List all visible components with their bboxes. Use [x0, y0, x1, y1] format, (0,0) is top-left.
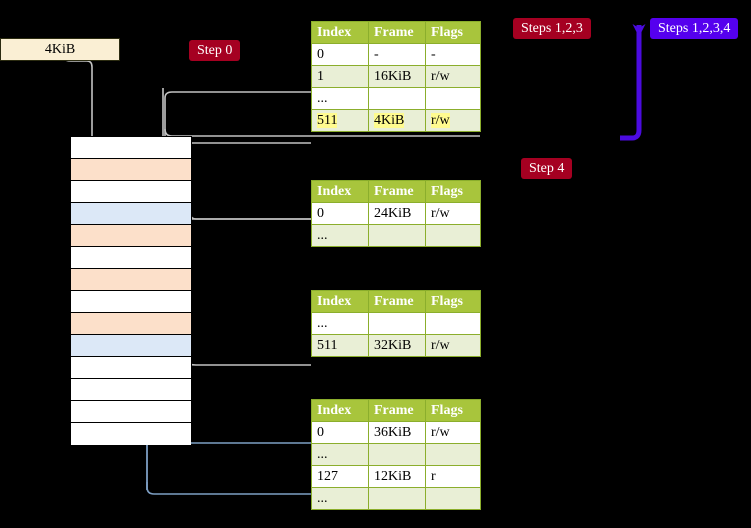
cell-index: ... [311, 312, 369, 335]
column-header-frame: Frame [368, 290, 426, 313]
column-header-frame: Frame [368, 21, 426, 44]
cell-flags: r/w [425, 421, 481, 444]
connector-gray-vertical-a [171, 142, 311, 224]
badge-steps-123[interactable]: Steps 1,2,3 [513, 18, 591, 39]
connector-4kib-to-memory [59, 49, 99, 154]
memory-frame-row [71, 357, 191, 379]
cell-flags [425, 312, 481, 335]
highlight: r/w [431, 112, 450, 128]
memory-frame-row [71, 313, 191, 335]
column-header-flags: Flags [425, 399, 481, 422]
memory-frame-row [71, 401, 191, 423]
cell-frame [368, 312, 426, 335]
cell-flags: r/w [425, 65, 481, 88]
table-row: ... [311, 487, 481, 510]
cell-index: 511 [311, 334, 369, 357]
cell-flags: - [425, 43, 481, 66]
column-header-flags: Flags [425, 21, 481, 44]
cell-index: 0 [311, 202, 369, 225]
cell-frame: 4KiB [368, 109, 426, 132]
memory-frame-row [71, 159, 191, 181]
memory-frame-row [71, 247, 191, 269]
cell-index: ... [311, 443, 369, 466]
connector-level1-row127 [146, 482, 311, 495]
memory-frame-row [71, 269, 191, 291]
highlight: 511 [317, 112, 338, 128]
cell-flags [425, 443, 481, 466]
cell-flags [425, 487, 481, 510]
cell-flags: r/w [425, 202, 481, 225]
column-header-index: Index [311, 180, 369, 203]
cell-flags: r/w [425, 334, 481, 357]
cell-flags: r [425, 465, 481, 488]
cell-index: ... [311, 224, 369, 247]
table-row: ... [311, 224, 481, 247]
memory-frame-row [71, 203, 191, 225]
table-row: ... [311, 443, 481, 466]
column-header-flags: Flags [425, 290, 481, 313]
connector-level3-hook [177, 218, 311, 240]
cell-frame: - [368, 43, 426, 66]
cell-frame: 16KiB [368, 65, 426, 88]
column-header-index: Index [311, 290, 369, 313]
cell-frame: 24KiB [368, 202, 426, 225]
cell-frame: 12KiB [368, 465, 426, 488]
cell-frame [368, 87, 426, 110]
physical-memory-grid [70, 136, 192, 445]
badge-step-0[interactable]: Step 0 [189, 40, 241, 61]
arrow-steps-violet [620, 24, 646, 141]
cell-flags [425, 224, 481, 247]
cell-index: 1 [311, 65, 369, 88]
cell-index: 0 [311, 421, 369, 444]
memory-frame-row [71, 291, 191, 313]
cell-flags [425, 87, 481, 110]
memory-frame-row [71, 137, 191, 159]
cell-index: 127 [311, 465, 369, 488]
column-header-index: Index [311, 21, 369, 44]
column-header-flags: Flags [425, 180, 481, 203]
table-row: 0-- [311, 43, 481, 66]
cell-frame: 32KiB [368, 334, 426, 357]
cell-index: 0 [311, 43, 369, 66]
connector-level2-to-memory [182, 314, 311, 366]
cell-index: ... [311, 87, 369, 110]
memory-frame-row [71, 181, 191, 203]
memory-size-box: 4KiB [0, 38, 120, 61]
memory-size-label: 4KiB [44, 41, 76, 57]
highlight: 4KiB [374, 112, 405, 128]
column-header-frame: Frame [368, 180, 426, 203]
memory-frame-row [71, 225, 191, 247]
cell-index: ... [311, 487, 369, 510]
column-header-frame: Frame [368, 399, 426, 422]
cell-frame [368, 487, 426, 510]
cell-frame: 36KiB [368, 421, 426, 444]
connector-level3-to-memory [177, 205, 311, 266]
table-row: 511 4KiB r/w [311, 109, 481, 132]
memory-frame-row [71, 423, 191, 445]
badge-steps-1234[interactable]: Steps 1,2,3,4 [650, 18, 739, 39]
cell-index: 511 [311, 109, 369, 132]
cell-frame [368, 224, 426, 247]
cell-frame [368, 443, 426, 466]
cell-flags: r/w [425, 109, 481, 132]
column-header-index: Index [311, 399, 369, 422]
memory-frame-row [71, 379, 191, 401]
table-row: ... [311, 312, 481, 335]
memory-frame-row [71, 335, 191, 357]
table-row: ... [311, 87, 481, 110]
badge-step-4[interactable]: Step 4 [521, 158, 573, 179]
